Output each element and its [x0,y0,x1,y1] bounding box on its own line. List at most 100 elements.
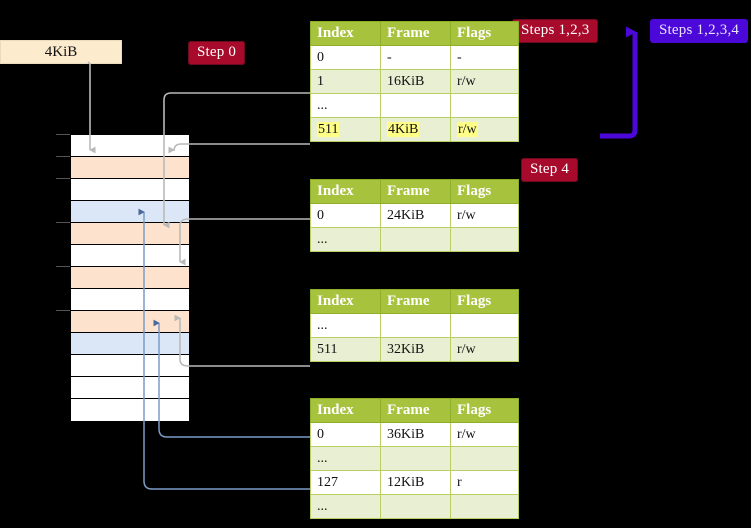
table-cell: 16KiB [380,69,451,94]
memory-frame-row [71,267,189,289]
step-0-badge: Step 0 [188,41,246,65]
table-cell: 511 [310,337,381,362]
frame-tick-mark [56,310,70,311]
wire-pml4-row511-to-memory [168,143,310,154]
memory-frame-row [71,289,189,311]
steps-1234-badge: Steps 1,2,3,4 [650,19,749,43]
frame-tick-mark [56,266,70,267]
frame-size-label: 4KiB [44,43,78,60]
table-cell [450,446,519,471]
frame-tick-mark [56,134,70,135]
table-cell: r/w [450,69,519,94]
frame-tick-mark [56,156,70,157]
table-cell: r/w [450,422,519,447]
table-cell [380,227,451,252]
table-cell: r/w [450,337,519,362]
memory-frame-row [71,223,189,245]
table-cell: ... [310,494,381,519]
frame-size-box: 4KiB [0,40,122,64]
steps-123-badge: Steps 1,2,3 [512,19,599,43]
memory-frame-row [71,201,189,223]
table-cell [380,494,451,519]
physical-memory-column [70,134,190,421]
highlighted-value: 4KiB [387,121,420,137]
table-cell: 0 [310,45,381,70]
steps-bracket [600,26,638,139]
table-row: 511 4KiB r/w [310,117,519,142]
memory-frame-row [71,311,189,333]
table-cell: 511 [310,117,381,142]
wire-pd-row511-to-memory [174,314,310,367]
memory-frame-row [71,377,189,399]
table-cell: ... [310,446,381,471]
table-cell [380,313,451,338]
frame-tick-mark [56,222,70,223]
table-cell: r [450,470,519,495]
table-cell: 0 [310,422,381,447]
memory-frame-row [71,157,189,179]
column-header-frame: Frame [380,179,451,204]
table-row: ... [310,446,519,471]
table-cell: 32KiB [380,337,451,362]
wire-pdpt-row0-to-memory [179,218,310,266]
table-cell: 127 [310,470,381,495]
table-cell [380,446,451,471]
table-row: ... [310,93,519,118]
memory-frame-row [71,355,189,377]
table-cell: 4KiB [380,117,451,142]
highlighted-value: 511 [317,121,340,137]
memory-frame-row [71,399,189,421]
table-cell: r/w [450,117,519,142]
table-cell: ... [310,313,381,338]
table-cell: r/w [450,203,519,228]
table-cell [450,227,519,252]
column-header-flags: Flags [450,179,519,204]
column-header-flags: Flags [450,398,519,423]
memory-frame-row [71,333,189,355]
column-header-index: Index [310,21,381,46]
highlighted-value: r/w [457,121,478,137]
column-header-index: Index [310,398,381,423]
table-cell: 24KiB [380,203,451,228]
table-cell: - [380,45,451,70]
memory-frame-row [71,245,189,267]
table-cell [380,93,451,118]
table-cell: ... [310,93,381,118]
column-header-flags: Flags [450,289,519,314]
table-cell: 36KiB [380,422,451,447]
table-cell: 12KiB [380,470,451,495]
table-row: ... [310,313,519,338]
column-header-flags: Flags [450,21,519,46]
step-4-badge: Step 4 [521,158,579,182]
memory-frame-row [71,135,189,157]
column-header-frame: Frame [380,398,451,423]
table-cell [450,93,519,118]
table-cell: 1 [310,69,381,94]
table-row: ... [310,227,519,252]
table-cell: 0 [310,203,381,228]
table-row: 0-- [310,45,519,70]
table-cell [450,494,519,519]
column-header-frame: Frame [380,21,451,46]
column-header-index: Index [310,289,381,314]
table-row: ... [310,494,519,519]
table-cell [450,313,519,338]
table-cell: - [450,45,519,70]
frame-tick-mark [56,178,70,179]
column-header-frame: Frame [380,289,451,314]
column-header-index: Index [310,179,381,204]
